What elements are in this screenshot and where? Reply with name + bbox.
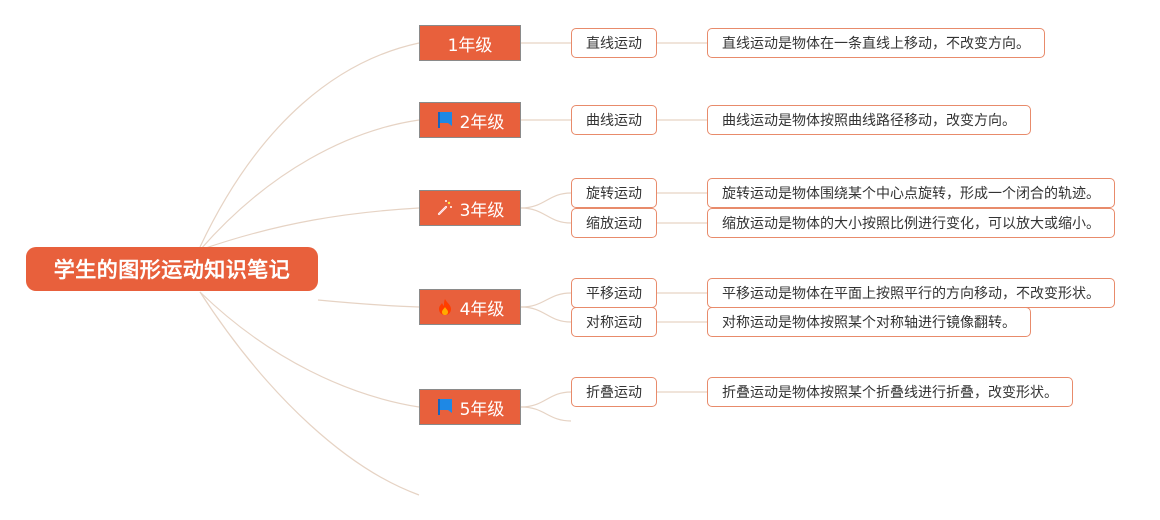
topic-node[interactable]: 缩放运动	[571, 208, 657, 238]
topic-label: 对称运动	[586, 315, 642, 331]
link-grade3-topic3	[520, 192, 572, 209]
link-root-grade3	[199, 207, 420, 251]
description-node[interactable]: 直线运动是物体在一条直线上移动，不改变方向。	[707, 28, 1045, 58]
topic-node[interactable]: 曲线运动	[571, 105, 657, 135]
topic-label: 旋转运动	[586, 186, 642, 202]
link-root-grade1	[199, 42, 420, 248]
topic-label: 折叠运动	[586, 385, 642, 401]
grade-node-3[interactable]: 3年级	[419, 190, 521, 226]
description-node[interactable]: 旋转运动是物体围绕某个中心点旋转，形成一个闭合的轨迹。	[707, 178, 1115, 208]
grade-node-4[interactable]: 4年级	[419, 289, 521, 325]
blue-flag-icon	[436, 111, 454, 129]
grade-node-1[interactable]: 1年级	[419, 25, 521, 61]
description-node[interactable]: 对称运动是物体按照某个对称轴进行镜像翻转。	[707, 307, 1031, 337]
topic-node[interactable]: 旋转运动	[571, 178, 657, 208]
grade-label: 1年级	[447, 35, 493, 56]
description-text: 缩放运动是物体的大小按照比例进行变化，可以放大或缩小。	[722, 216, 1100, 232]
description-text: 直线运动是物体在一条直线上移动，不改变方向。	[722, 36, 1030, 52]
description-text: 平移运动是物体在平面上按照平行的方向移动，不改变形状。	[722, 286, 1100, 302]
grade-node-5[interactable]: 5年级	[419, 389, 521, 425]
topic-node[interactable]: 直线运动	[571, 28, 657, 58]
link-root-grade2	[199, 119, 420, 251]
link-root-grade4	[317, 299, 420, 308]
grade-label: 5年级	[459, 399, 505, 420]
link-grade4-topic6	[520, 306, 572, 323]
link-root-extra	[199, 291, 420, 496]
description-text: 曲线运动是物体按照曲线路径移动，改变方向。	[722, 113, 1016, 129]
link-root-grade5	[199, 291, 420, 408]
topic-node[interactable]: 平移运动	[571, 278, 657, 308]
description-node[interactable]: 曲线运动是物体按照曲线路径移动，改变方向。	[707, 105, 1031, 135]
description-text: 对称运动是物体按照某个对称轴进行镜像翻转。	[722, 315, 1016, 331]
grade-node-2[interactable]: 2年级	[419, 102, 521, 138]
fire-icon	[436, 298, 454, 316]
topic-node[interactable]: 对称运动	[571, 307, 657, 337]
grade-label: 2年级	[459, 112, 505, 133]
root-node[interactable]: 学生的图形运动知识笔记	[26, 247, 318, 291]
root-label: 学生的图形运动知识笔记	[53, 258, 291, 282]
topic-node[interactable]: 折叠运动	[571, 377, 657, 407]
topic-label: 缩放运动	[586, 216, 642, 232]
description-node[interactable]: 折叠运动是物体按照某个折叠线进行折叠，改变形状。	[707, 377, 1073, 407]
grade-label: 4年级	[459, 299, 505, 320]
grade-label: 3年级	[459, 200, 505, 221]
firecracker-icon	[436, 199, 454, 217]
description-node[interactable]: 缩放运动是物体的大小按照比例进行变化，可以放大或缩小。	[707, 208, 1115, 238]
description-text: 折叠运动是物体按照某个折叠线进行折叠，改变形状。	[722, 385, 1058, 401]
description-node[interactable]: 平移运动是物体在平面上按照平行的方向移动，不改变形状。	[707, 278, 1115, 308]
topic-label: 曲线运动	[586, 113, 642, 129]
topic-label: 平移运动	[586, 286, 642, 302]
link-grade5-topic7	[520, 391, 572, 408]
link-grade4-topic5	[520, 292, 572, 308]
description-text: 旋转运动是物体围绕某个中心点旋转，形成一个闭合的轨迹。	[722, 186, 1100, 202]
blue-flag-icon	[436, 398, 454, 416]
link-grade5-blank	[520, 406, 572, 422]
link-grade3-topic4	[520, 207, 572, 224]
topic-label: 直线运动	[586, 36, 642, 52]
